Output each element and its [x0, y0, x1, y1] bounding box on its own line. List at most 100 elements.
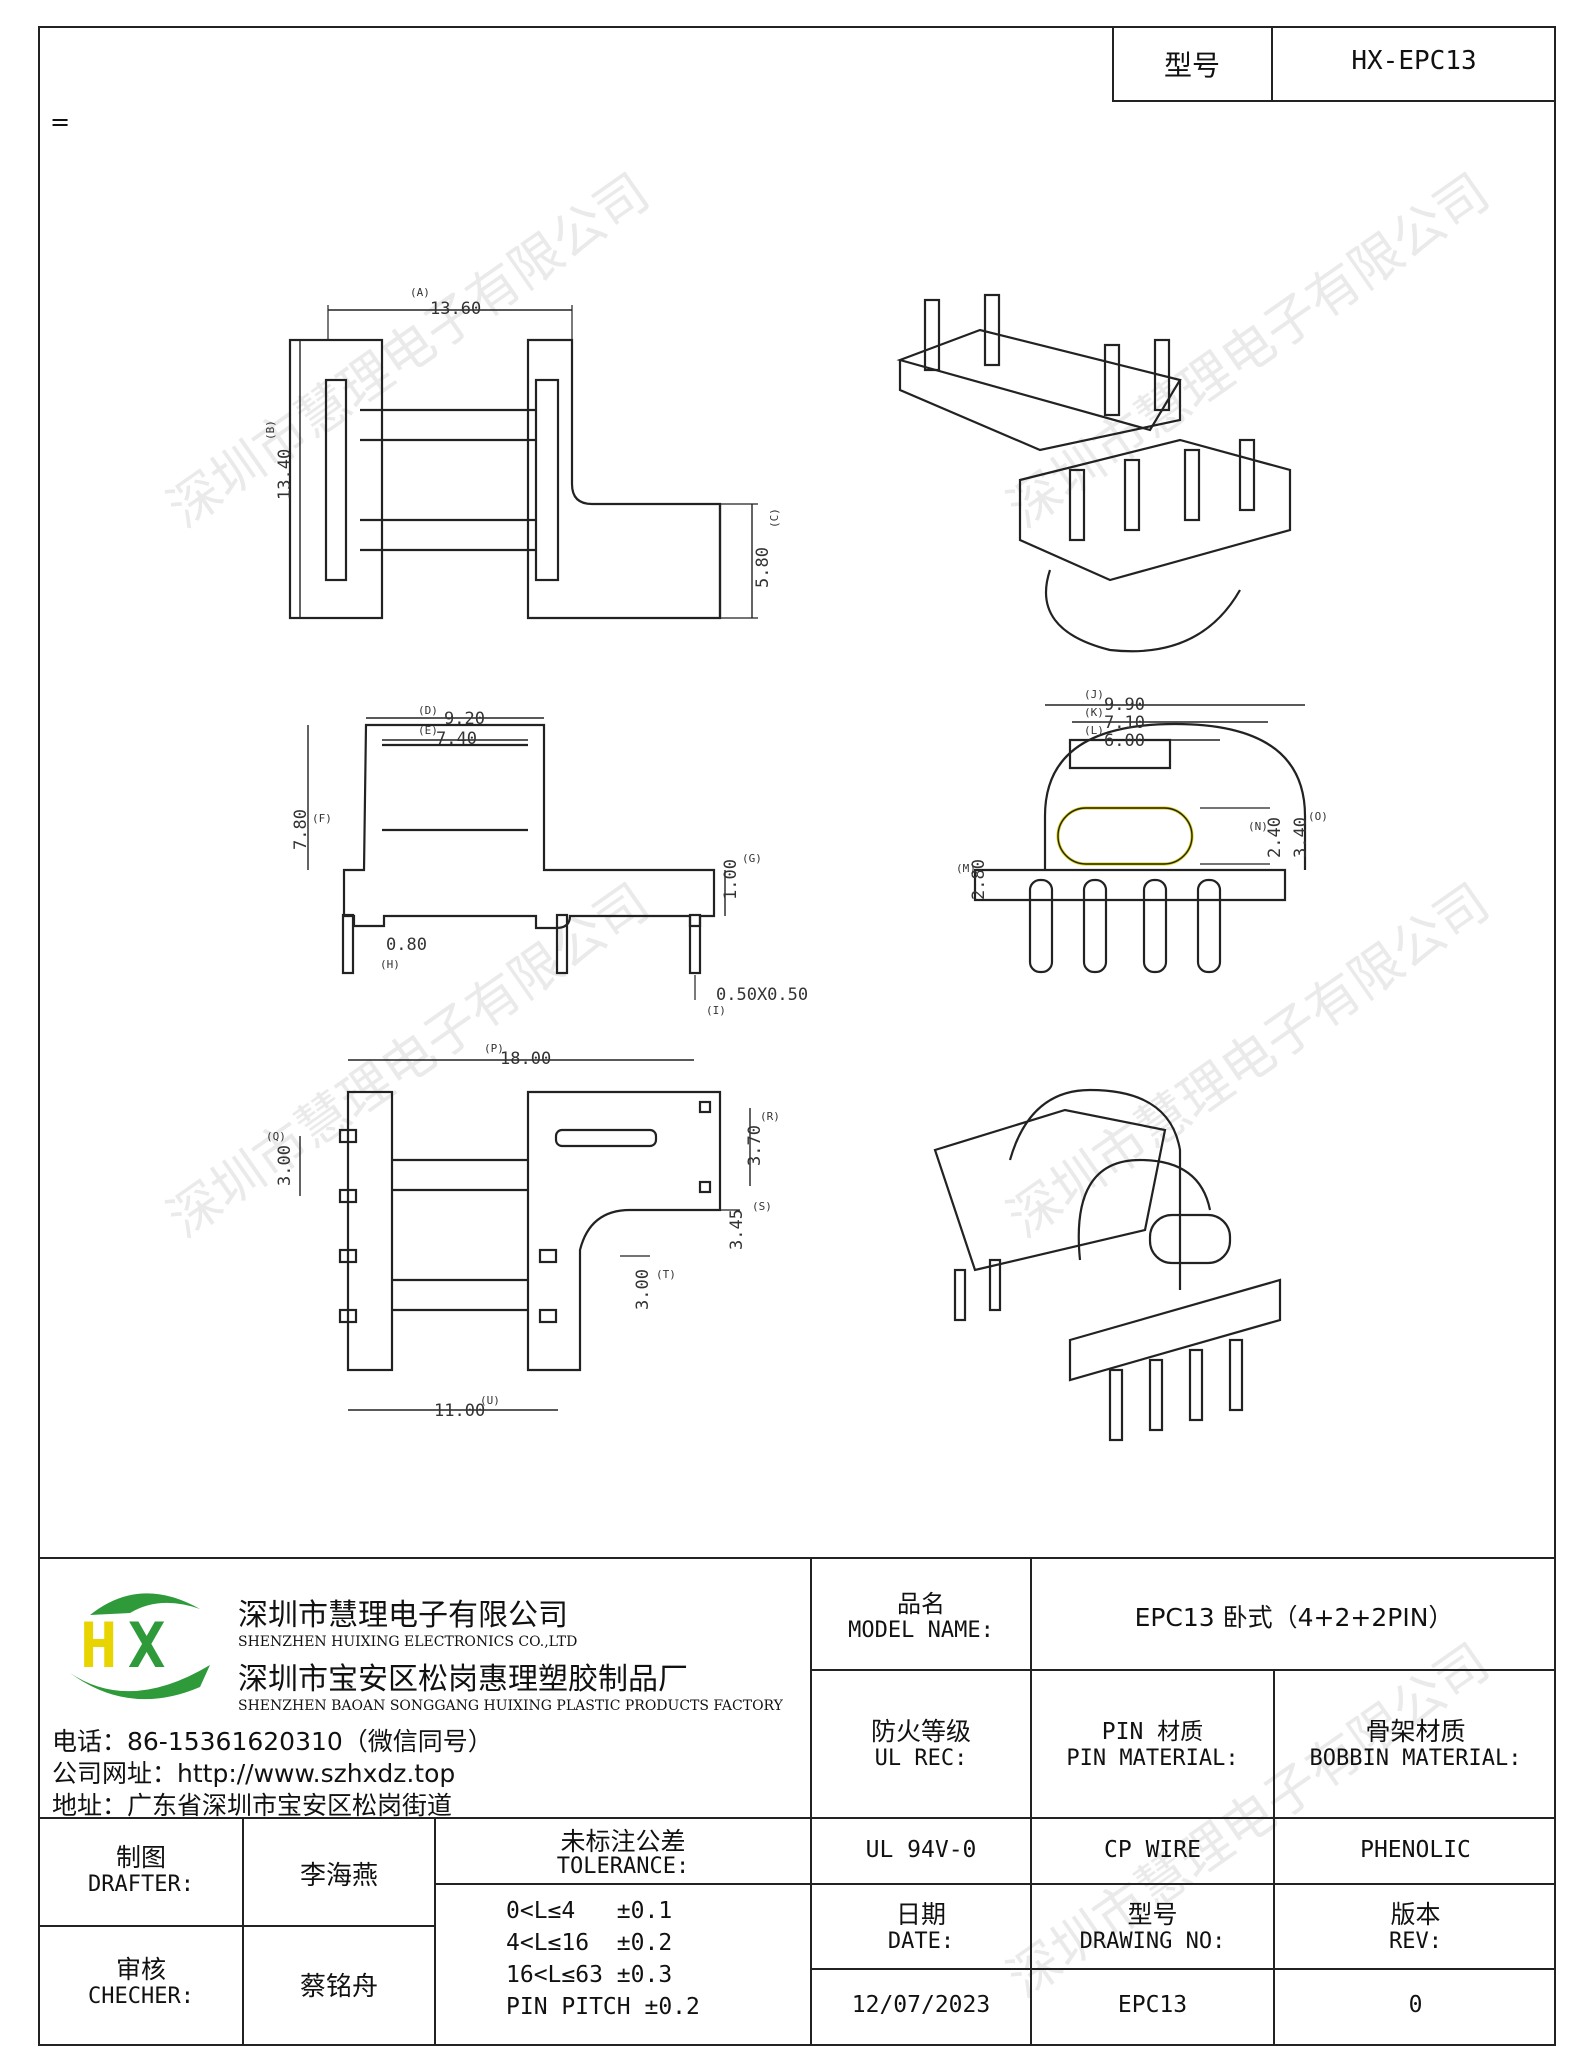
dim-label: 2.40 — [1265, 817, 1285, 858]
model-name-en: MODEL NAME: — [848, 1618, 994, 1643]
checker-cn: 审核 — [115, 1955, 166, 1984]
header-box-bottom — [1112, 100, 1556, 102]
title-col-line — [810, 1557, 812, 2046]
dim-tag: (J) — [1084, 688, 1104, 701]
dim-tag: (G) — [742, 852, 762, 865]
model-name-value: EPC13 卧式（4+2+2PIN） — [1134, 1603, 1454, 1632]
title-col-line — [242, 1817, 244, 2046]
header-box-left — [1112, 26, 1114, 102]
dim-label: 3.00 — [633, 1269, 653, 1310]
drawing-frame — [38, 26, 1556, 2046]
dim-tag: (K) — [1084, 706, 1104, 719]
dim-tag: (E) — [418, 724, 438, 737]
dim-tag: (O) — [1308, 810, 1328, 823]
title-col-line — [434, 1817, 436, 2046]
dim-label: 3.70 — [745, 1125, 765, 1166]
date-value: 12/07/2023 — [851, 1992, 991, 2018]
dim-label: 1.00 — [721, 859, 741, 900]
isometric-view-top — [896, 293, 1292, 653]
bottom-view — [299, 1059, 751, 1411]
technical-drawing: 13.60 (A) 13.40 (B) 5.80 (C) 9.20 (D) 7.… — [264, 286, 1328, 1442]
dim-tag: (A) — [410, 286, 430, 299]
tolerance-line: 4<L≤16 ±0.2 — [506, 1930, 673, 1956]
pin-material-cn: PIN 材质 — [1101, 1719, 1204, 1745]
tolerance-line: 0<L≤4 ±0.1 — [506, 1898, 673, 1924]
company-name-en: SHENZHEN HUIXING ELECTRONICS CO.,LTD — [238, 1634, 578, 1650]
pin-material-en: PIN MATERIAL: — [1066, 1746, 1239, 1771]
bobbin-material-cn: 骨架材质 — [1365, 1717, 1466, 1746]
dim-tag: (C) — [768, 508, 781, 528]
checker-en: CHECHER: — [88, 1984, 194, 2009]
dim-tag: (F) — [312, 812, 332, 825]
equals-mark: = — [50, 108, 71, 136]
dim-label: 2.80 — [969, 859, 989, 900]
model-label: 型号 — [1163, 49, 1220, 82]
dim-tag: (R) — [760, 1110, 780, 1123]
drafter-en: DRAFTER: — [88, 1872, 194, 1897]
bobbin-material-en: BOBBIN MATERIAL: — [1309, 1746, 1522, 1771]
drafter-value: 李海燕 — [299, 1861, 378, 1891]
title-block-top — [38, 1557, 1556, 1559]
title-col-line — [1030, 1557, 1032, 2046]
title-row-line — [434, 1883, 1556, 1885]
dim-label: 0.80 — [386, 935, 427, 955]
logo-h: H — [80, 1609, 117, 1682]
date-en: DATE: — [887, 1929, 955, 1954]
dim-label: 3.45 — [727, 1209, 747, 1250]
rev-value: 0 — [1408, 1992, 1423, 2018]
dim-tag: (Q) — [266, 1130, 286, 1143]
ul-rec-cn: 防火等级 — [870, 1717, 971, 1746]
drawing-no-value: EPC13 — [1117, 1992, 1188, 2018]
title-row-line — [810, 1669, 1556, 1671]
company-name-cn: 深圳市慧理电子有限公司 — [238, 1598, 568, 1633]
pin-material-value: CP WIRE — [1104, 1837, 1201, 1863]
dim-label: 5.80 — [753, 547, 773, 588]
date-cn: 日期 — [895, 1900, 946, 1929]
dim-tag: (L) — [1084, 724, 1104, 737]
tolerance-cn: 未标注公差 — [560, 1827, 686, 1856]
dim-label: 7.40 — [436, 729, 477, 749]
dim-tag: (M) — [956, 862, 976, 875]
dim-label: 9.20 — [444, 709, 485, 729]
dim-label: 7.10 — [1104, 713, 1145, 733]
dim-tag: (I) — [706, 1004, 726, 1017]
dim-label: 7.80 — [291, 809, 311, 850]
dim-label: 3.40 — [1291, 817, 1311, 858]
isometric-view-bottom — [933, 1088, 1282, 1442]
company-website[interactable]: 公司网址：http://www.szhxdz.top — [52, 1759, 456, 1788]
company-logo: H X — [50, 1585, 220, 1705]
drawing-no-cn: 型号 — [1127, 1900, 1178, 1929]
checker-value: 蔡铭舟 — [299, 1972, 378, 2002]
dim-label: 13.60 — [430, 299, 481, 319]
top-view — [288, 305, 758, 620]
dim-tag: (N) — [1248, 820, 1268, 833]
dim-label: 13.40 — [275, 449, 295, 500]
tolerance-en: TOLERANCE: — [556, 1854, 690, 1879]
title-col-line — [1273, 1669, 1275, 2046]
header-box-divider — [1271, 26, 1273, 102]
dim-tag: (T) — [656, 1268, 676, 1281]
dim-tag: (B) — [264, 420, 277, 440]
ul-rec-value: UL 94V-0 — [865, 1837, 977, 1863]
factory-name-cn: 深圳市宝安区松岗惠理塑胶制品厂 — [238, 1662, 688, 1697]
side-view — [307, 717, 726, 1000]
title-row-line — [38, 1925, 434, 1927]
title-row-line — [38, 1817, 1556, 1819]
drafter-cn: 制图 — [115, 1843, 166, 1872]
factory-name-en: SHENZHEN BAOAN SONGGANG HUIXING PLASTIC … — [238, 1698, 783, 1714]
dim-tag: (P) — [484, 1042, 504, 1055]
dim-label: 0.50X0.50 — [716, 985, 808, 1005]
rev-cn: 版本 — [1390, 1900, 1441, 1929]
company-phone: 电话：86-15361620310（微信同号） — [52, 1727, 493, 1756]
tolerance-line: 16<L≤63 ±0.3 — [506, 1962, 673, 1988]
dim-label: 9.90 — [1104, 695, 1145, 715]
header-box-top — [1112, 26, 1556, 28]
company-address: 地址：广东省深圳市宝安区松岗街道 — [52, 1791, 453, 1820]
ul-rec-en: UL REC: — [874, 1746, 968, 1771]
dim-label: 18.00 — [500, 1049, 551, 1069]
model-name-cn: 品名 — [897, 1590, 945, 1618]
title-row-line — [810, 1968, 1556, 1970]
tolerance-line: PIN PITCH ±0.2 — [506, 1994, 700, 2020]
drawing-no-en: DRAWING NO: — [1079, 1929, 1226, 1954]
dim-tag: (D) — [418, 704, 438, 717]
